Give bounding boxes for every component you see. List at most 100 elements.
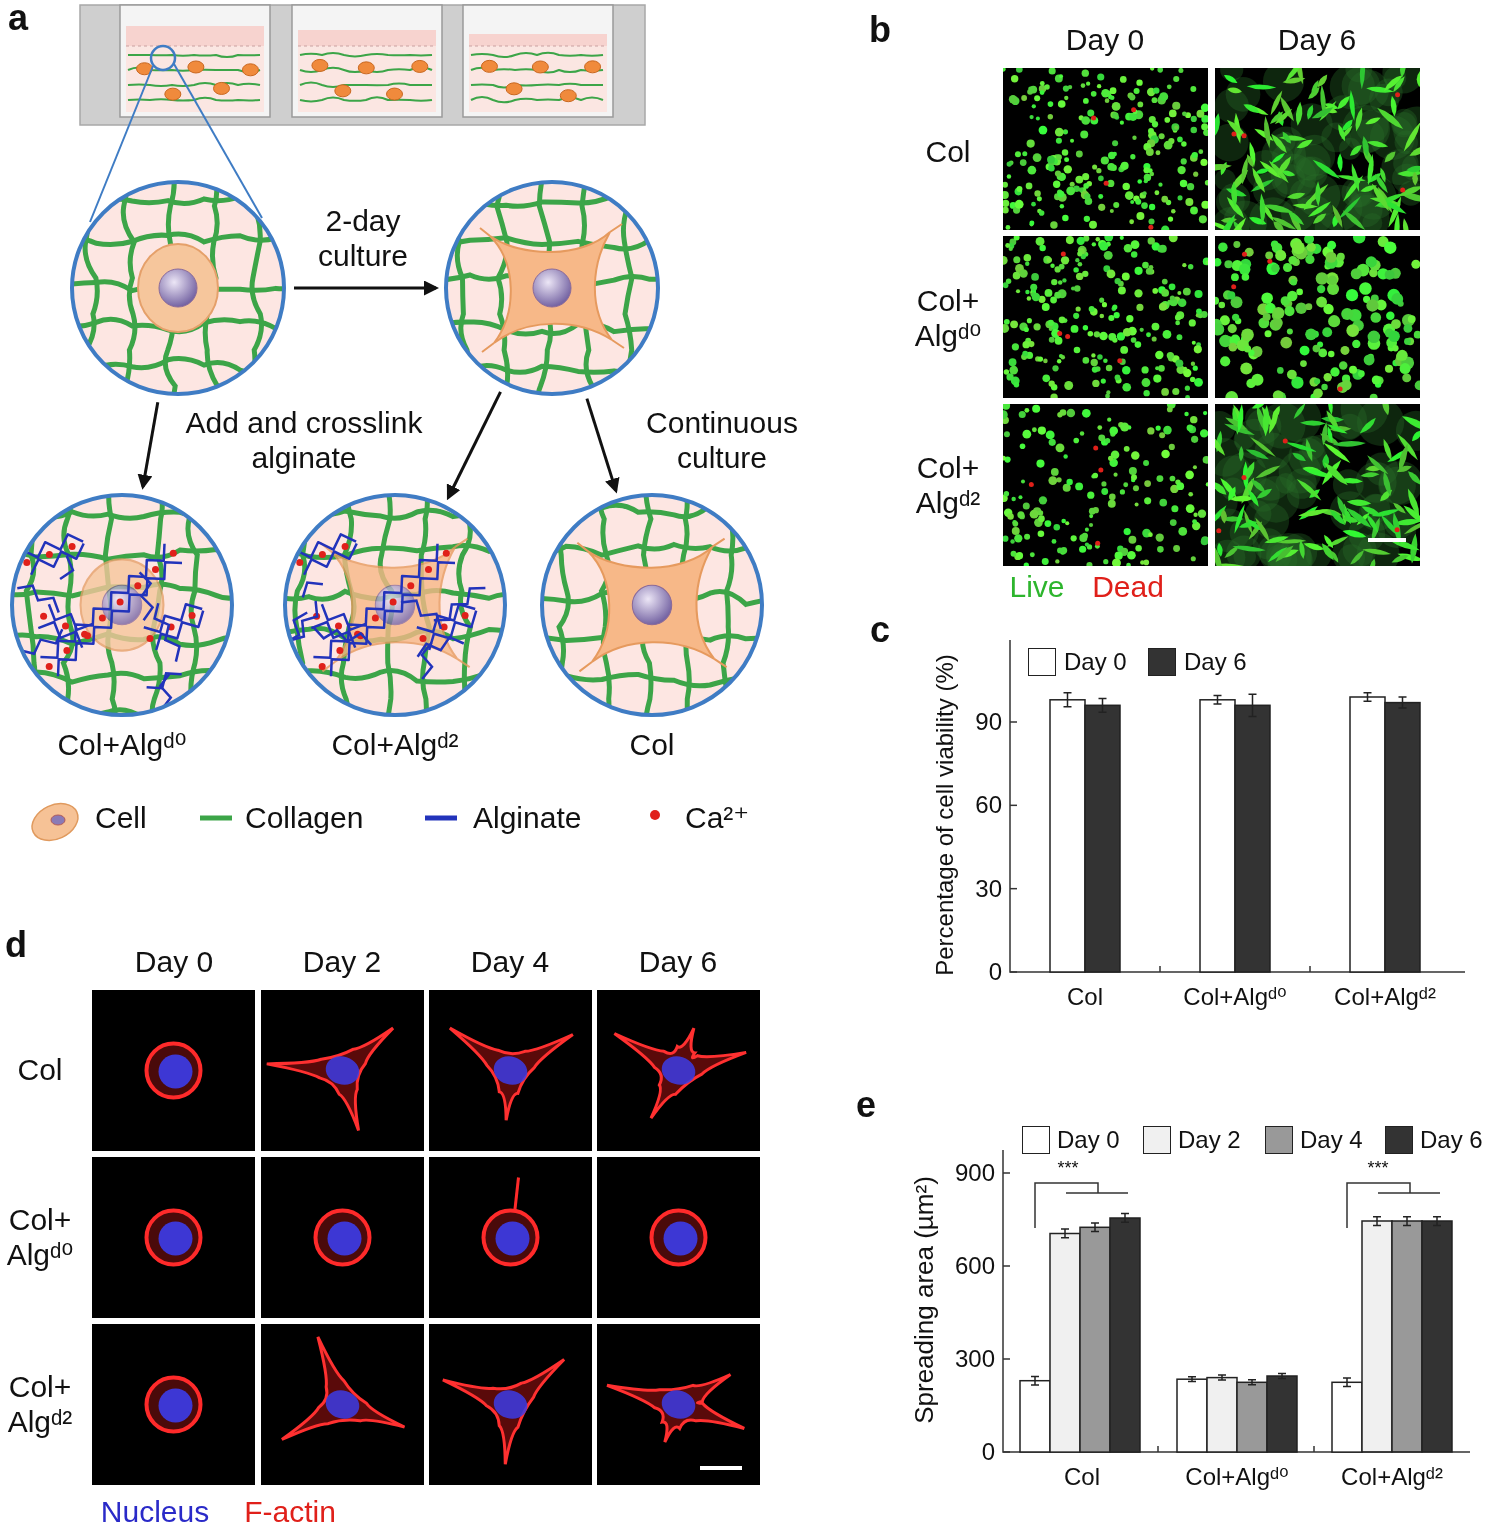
- error-bar: [1343, 1378, 1351, 1387]
- spread-cell: [490, 232, 612, 343]
- tick-label: 90: [975, 708, 1002, 736]
- error-bar: [1373, 1217, 1381, 1226]
- calcium-ion: [420, 635, 427, 642]
- collagen-fiber: [471, 84, 603, 88]
- cell: [165, 88, 181, 100]
- error-bar: [1214, 696, 1222, 704]
- tick: [1159, 966, 1161, 972]
- schematic-circle: [444, 180, 660, 396]
- column-header: Day 6: [1278, 23, 1356, 58]
- collagen-fiber: [471, 53, 603, 57]
- bar: [1080, 1227, 1110, 1452]
- alginate-strand: [225, 500, 250, 528]
- alginate-strand: [19, 629, 62, 654]
- row-label: Col: [925, 135, 970, 170]
- bar: [1332, 1382, 1362, 1452]
- legend-swatch: [1022, 1126, 1050, 1154]
- tick: [1003, 1172, 1010, 1174]
- stain-label: Dead: [1092, 570, 1164, 605]
- gel-surface: [469, 46, 607, 47]
- calcium-ion: [319, 663, 326, 670]
- filopodia: [577, 539, 726, 672]
- column-header: Day 2: [303, 945, 381, 980]
- tick: [1309, 966, 1311, 972]
- gel-surface: [126, 46, 264, 47]
- tick: [1010, 805, 1017, 807]
- collagen-fiber: [250, 170, 262, 422]
- tick: [1010, 888, 1017, 890]
- calcium-ion: [117, 598, 124, 605]
- error-bar: [1248, 1380, 1256, 1385]
- cell: [320, 539, 469, 672]
- filopodia: [480, 224, 624, 352]
- alginate-chain: [313, 544, 437, 658]
- cell: [560, 90, 576, 102]
- calcium-ion: [46, 551, 53, 558]
- category-label: Col+Algᵈ²: [1341, 1463, 1443, 1491]
- circle-outline: [446, 182, 658, 394]
- circle-illustration: [444, 180, 660, 396]
- stain-label: Live: [1009, 570, 1064, 605]
- cell: [412, 60, 428, 72]
- legend-text: Ca²⁺: [685, 801, 749, 836]
- bar: [1050, 700, 1085, 972]
- bar: [1362, 1221, 1392, 1452]
- tick: [1157, 1446, 1159, 1452]
- circle-outline: [12, 495, 232, 715]
- error-bar: [1364, 693, 1372, 701]
- legend-text: Day 6: [1420, 1126, 1483, 1154]
- error-bar: [1403, 1217, 1411, 1226]
- process-arrow: [448, 392, 500, 498]
- bar: [1207, 1378, 1237, 1452]
- bar: [1350, 697, 1385, 972]
- collagen-fiber: [233, 483, 241, 735]
- well: [463, 5, 613, 117]
- stain-label: Nucleus: [101, 1495, 209, 1530]
- calcium-ion: [170, 550, 177, 557]
- alginate-chain: [311, 622, 355, 648]
- error-bar: [1121, 1214, 1129, 1223]
- cell: [481, 60, 497, 72]
- legend-text: Collagen: [245, 801, 363, 836]
- axis-title: Spreading area (µm²): [910, 1176, 940, 1424]
- error-bar: [1278, 1374, 1286, 1379]
- alginate-chain: [31, 544, 84, 575]
- alginate-chain: [156, 611, 203, 650]
- category-label: Col+Algᵈ²: [1334, 983, 1436, 1011]
- cell: [585, 61, 601, 73]
- process-arrow: [143, 402, 158, 487]
- calcium-ion: [335, 622, 342, 629]
- row-label: Col+ Algᵈ⁰: [0, 1203, 82, 1272]
- legend-swatch: [1028, 648, 1056, 676]
- error-bar: [1433, 1217, 1441, 1226]
- cell: [312, 59, 328, 71]
- category-label: Col: [1067, 983, 1103, 1011]
- calcium-ion: [319, 551, 326, 558]
- collagen-fiber: [766, 483, 777, 735]
- row-label: Col: [17, 1053, 62, 1088]
- column-header: Day 4: [471, 945, 549, 980]
- collagen-fiber: [300, 53, 432, 57]
- cell: [506, 83, 522, 95]
- calcium-ion: [342, 543, 349, 550]
- category-label: Col+Algᵈ⁰: [1185, 1463, 1288, 1491]
- calcium-ion: [40, 613, 47, 620]
- legend-text: Day 0: [1064, 648, 1127, 676]
- gel-ground: [285, 495, 505, 715]
- row-label: Col+ Algᵈ²: [0, 1370, 82, 1439]
- calcium-ion: [69, 543, 76, 550]
- calcium-ion: [443, 550, 450, 557]
- cell: [480, 224, 624, 352]
- cell: [214, 82, 230, 94]
- collagen-fiber: [128, 55, 260, 57]
- arrow-label: 2-day culture: [298, 204, 428, 273]
- error-bar: [1188, 1377, 1196, 1382]
- gel: [298, 46, 436, 112]
- collagen-fiber: [295, 483, 309, 735]
- panel-letter: d: [5, 924, 27, 965]
- category-label: Col+Algᵈ⁰: [1183, 983, 1286, 1011]
- column-header: Day 6: [639, 945, 717, 980]
- alginate-strand: [140, 572, 153, 620]
- collagen-fiber: [60, 359, 312, 373]
- calcium-ion: [189, 612, 196, 619]
